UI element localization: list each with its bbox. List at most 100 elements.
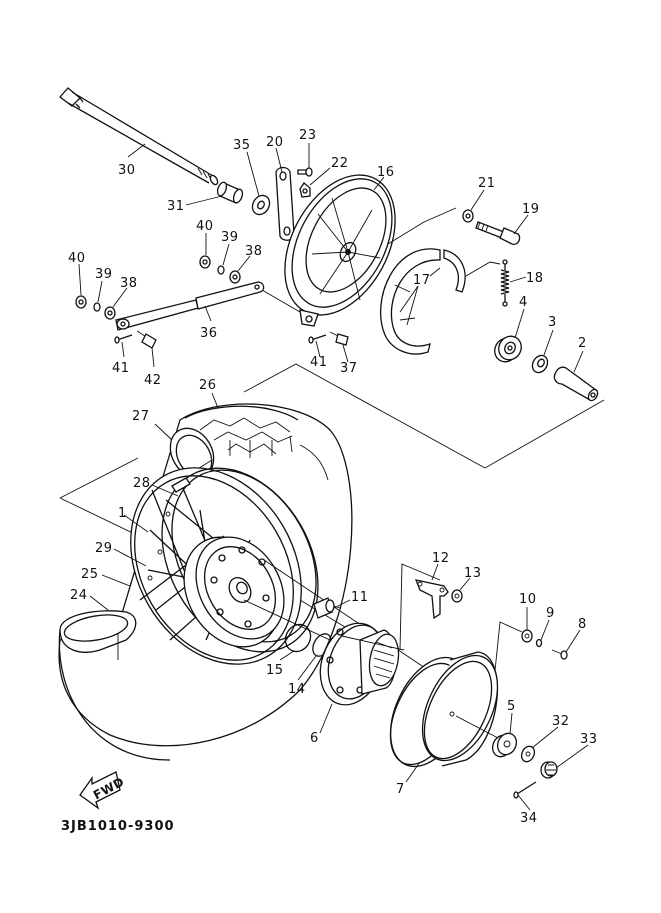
callout-39a[interactable]: 39 (95, 267, 113, 282)
nut-part[interactable] (540, 761, 558, 779)
bolt-part[interactable] (329, 331, 349, 346)
callout-6[interactable]: 6 (310, 731, 319, 746)
collar-part[interactable] (216, 181, 244, 204)
callout-3[interactable]: 3 (548, 315, 557, 330)
callout-13[interactable]: 13 (464, 566, 482, 581)
callout-9[interactable]: 9 (546, 606, 555, 621)
brake-drum-part[interactable] (375, 644, 513, 779)
callout-28[interactable]: 28 (133, 476, 151, 491)
tube-part[interactable] (58, 610, 171, 761)
indicator-plate-part[interactable] (299, 182, 311, 198)
callout-27[interactable]: 27 (132, 409, 150, 424)
callout-5[interactable]: 5 (507, 699, 516, 714)
callout-25[interactable]: 25 (81, 567, 99, 582)
brake-shoe-part[interactable] (380, 248, 466, 355)
callout-8[interactable]: 8 (578, 617, 587, 632)
lock-washer-part[interactable] (93, 302, 101, 312)
callout-24[interactable]: 24 (70, 588, 88, 603)
wheel-axle-part[interactable] (59, 87, 219, 186)
callout-4[interactable]: 4 (519, 295, 528, 310)
assembly-line (387, 207, 457, 245)
balance-weight-part[interactable] (171, 477, 191, 493)
callout-33[interactable]: 33 (580, 732, 598, 747)
callout-11[interactable]: 11 (351, 590, 369, 605)
camshaft-lever-part[interactable] (275, 166, 295, 241)
callout-10[interactable]: 10 (519, 592, 537, 607)
callout-22[interactable]: 22 (331, 156, 349, 171)
leader-17a (399, 285, 419, 313)
seal-part[interactable] (462, 209, 474, 223)
callout-38a[interactable]: 38 (120, 276, 138, 291)
leader-9 (540, 619, 550, 641)
leader-18 (509, 276, 527, 283)
callout-39b[interactable]: 39 (221, 230, 239, 245)
callout-21[interactable]: 21 (478, 176, 496, 191)
assembly-line (465, 261, 501, 277)
nut-part[interactable] (451, 589, 463, 603)
bearing-part[interactable] (489, 730, 520, 760)
callout-42[interactable]: 42 (144, 373, 162, 388)
bearing-part[interactable] (490, 332, 525, 366)
callout-34[interactable]: 34 (520, 811, 538, 826)
leader-38b (237, 255, 251, 272)
oil-seal-part[interactable] (529, 353, 550, 376)
stud-part[interactable] (313, 597, 341, 619)
lock-washer-part[interactable] (535, 638, 543, 648)
callout-23[interactable]: 23 (299, 128, 317, 143)
cotter-pin-part[interactable] (114, 334, 133, 344)
nut-part[interactable] (199, 255, 211, 269)
o-ring-part[interactable] (281, 620, 316, 656)
leader-33 (555, 744, 589, 769)
catalog-code: 3JB1010-9300 (61, 819, 175, 834)
washer-part[interactable] (104, 306, 116, 320)
leader-38a (112, 287, 128, 308)
bolt-part[interactable] (551, 649, 568, 660)
lock-plate-part[interactable] (414, 579, 449, 620)
callout-14[interactable]: 14 (288, 682, 306, 697)
bolt-part[interactable] (136, 330, 157, 349)
washer-part[interactable] (519, 744, 537, 764)
cotter-pin-part[interactable] (513, 781, 537, 799)
collar-part[interactable] (553, 366, 599, 402)
nut-part[interactable] (75, 295, 87, 309)
callout-29[interactable]: 29 (95, 541, 113, 556)
leader-37 (342, 344, 349, 363)
camshaft-part[interactable] (475, 221, 521, 245)
callout-40a[interactable]: 40 (68, 251, 86, 266)
callout-19[interactable]: 19 (522, 202, 540, 217)
callout-41a[interactable]: 41 (112, 361, 130, 376)
callout-12[interactable]: 12 (432, 551, 450, 566)
callout-16[interactable]: 16 (377, 165, 395, 180)
callout-1[interactable]: 1 (118, 506, 127, 521)
callout-7[interactable]: 7 (396, 782, 405, 797)
washer-part[interactable] (249, 192, 273, 217)
spoke-nipple-part[interactable] (147, 511, 171, 581)
brake-shoe-plate-part[interactable] (262, 156, 417, 334)
spring-part[interactable] (500, 259, 510, 307)
callout-30[interactable]: 30 (118, 163, 136, 178)
callout-37[interactable]: 37 (340, 361, 358, 376)
callout-15[interactable]: 15 (266, 663, 284, 678)
callout-18[interactable]: 18 (526, 271, 544, 286)
callout-35[interactable]: 35 (233, 138, 251, 153)
hub-part[interactable] (165, 520, 302, 664)
lock-washer-part[interactable] (217, 265, 225, 275)
bolt-part[interactable] (297, 167, 313, 177)
callout-41b[interactable]: 41 (310, 355, 328, 370)
washer-part[interactable] (521, 629, 533, 643)
callout-2[interactable]: 2 (578, 336, 587, 351)
tension-bar-part[interactable] (115, 281, 265, 331)
assembly-line (261, 289, 301, 313)
callout-31[interactable]: 31 (167, 199, 185, 214)
callout-36[interactable]: 36 (200, 326, 218, 341)
callout-32[interactable]: 32 (552, 714, 570, 729)
callout-20[interactable]: 20 (266, 135, 284, 150)
callout-40b[interactable]: 40 (196, 219, 214, 234)
callout-38b[interactable]: 38 (245, 244, 263, 259)
leader-27 (154, 423, 173, 441)
callout-17[interactable]: 17 (413, 273, 431, 288)
cotter-pin-part[interactable] (308, 334, 327, 344)
leader-32 (531, 726, 559, 749)
washer-part[interactable] (229, 270, 241, 284)
callout-26[interactable]: 26 (199, 378, 217, 393)
